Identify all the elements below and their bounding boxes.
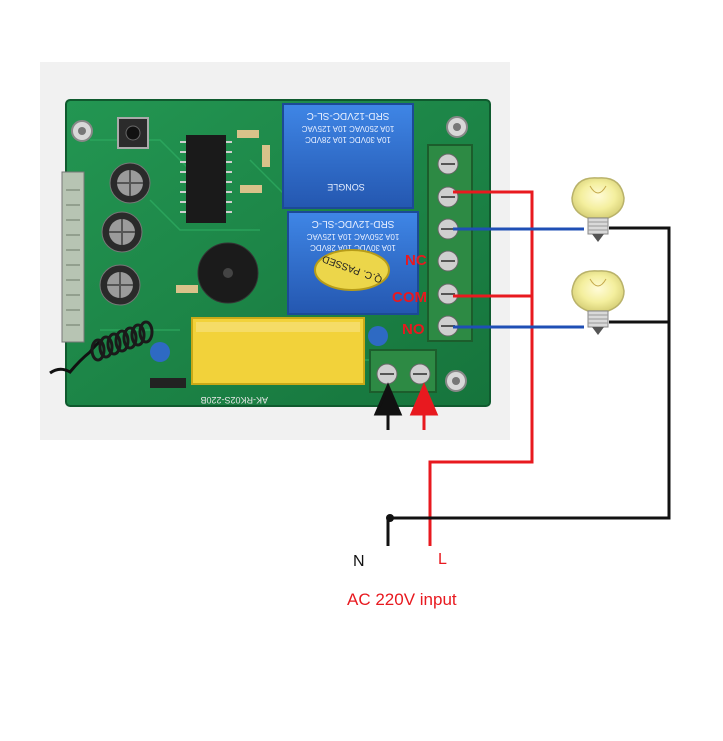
- live-label: L: [438, 551, 447, 568]
- com-label: COM: [392, 289, 427, 306]
- relay-rating-text: 10A 250VAC 10A 125VAC: [301, 124, 394, 133]
- capacitor: [99, 264, 141, 306]
- terminal-screw-icon: [437, 186, 459, 208]
- live-wire: [428, 190, 534, 546]
- antenna-icon: [49, 320, 154, 375]
- mounting-hole: [71, 120, 93, 142]
- terminal-screw-icon: [437, 250, 459, 272]
- power-terminal-block: [369, 349, 437, 393]
- mounting-hole: [445, 370, 467, 392]
- terminal-screw-icon: [376, 363, 398, 385]
- terminal-screw-icon: [437, 283, 459, 305]
- capacitor: [101, 211, 143, 253]
- rf-module: [61, 171, 85, 343]
- ic-chip: [180, 135, 232, 223]
- no-label: NO: [402, 321, 425, 338]
- wire-junction: [386, 514, 394, 522]
- pushbutton: [117, 117, 149, 149]
- relay-top: SRD-12VDC-SL-C 10A 250VAC 10A 125VAC 10A…: [282, 103, 414, 209]
- qc-passed-sticker: Q.C. PASSED: [314, 249, 390, 291]
- output-terminal-block: [427, 144, 473, 342]
- relay-rating-text: 10A 250VAC 10A 125VAC: [306, 232, 399, 241]
- bulb-icon: [571, 270, 625, 335]
- bulb-icon: [571, 177, 625, 242]
- resistor: [176, 130, 270, 293]
- relay-model-text: SRD-12VDC-SL-C: [307, 110, 390, 121]
- diode: [150, 378, 186, 388]
- power-input-label: AC 220V input: [347, 590, 457, 609]
- wiring: [386, 190, 671, 546]
- buzzer: [197, 242, 259, 304]
- capacitor: [109, 162, 151, 204]
- live-arrow-icon: [409, 382, 439, 430]
- neutral-label: N: [353, 553, 365, 570]
- relay-model-text: SRD-12VDC-SL-C: [312, 218, 395, 229]
- neutral-arrow-icon: [373, 382, 403, 430]
- terminal-screw-icon: [409, 363, 431, 385]
- terminal-screw-icon: [437, 218, 459, 240]
- varistor: [150, 326, 388, 362]
- x2-capacitor: [191, 317, 365, 385]
- neutral-wire: [386, 226, 671, 546]
- mounting-hole: [446, 116, 468, 138]
- relay-rating-text: 10A 30VDC 10A 28VDC: [305, 135, 391, 144]
- relay-brand-text: SONGLE: [327, 182, 365, 192]
- terminal-screw-icon: [437, 153, 459, 175]
- relay-rating-text: 10A 30VDC 10A 28VDC: [310, 243, 396, 252]
- nc-label: NC: [405, 252, 427, 269]
- pcb-code: AK-RK02S-220B: [200, 395, 268, 405]
